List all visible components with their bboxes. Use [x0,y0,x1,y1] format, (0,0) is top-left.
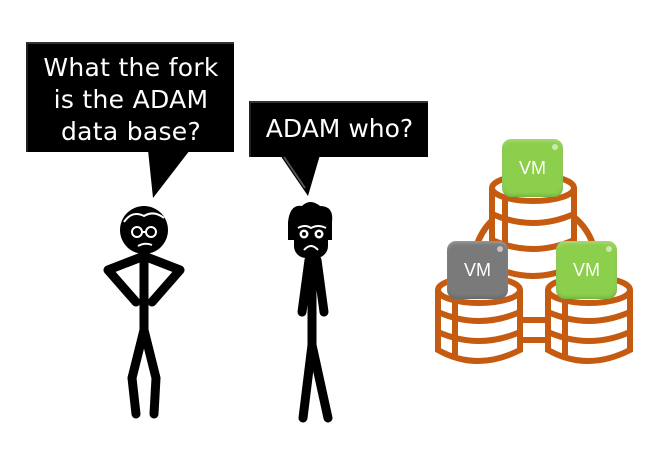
vm-label: VM [573,259,600,280]
left-leg [127,325,149,419]
hair-line [123,212,165,223]
right-arm [312,255,329,317]
head [120,206,168,254]
right-stick-figure [288,202,333,423]
vm-label: VM [519,157,546,178]
bubble-line: What the fork [43,53,219,82]
vm-badge-right: VM [556,241,617,299]
right-leg [139,325,161,419]
right-leg [307,340,333,423]
mouth [137,242,153,247]
bubble-line: is the ADAM [53,85,209,114]
head [294,218,328,258]
left-arm [103,251,149,307]
vm-badge-left: VM [447,241,508,299]
right-arm [139,251,185,307]
bubble-line: ADAM who? [265,114,414,143]
glasses-icon [131,226,157,238]
left-stick-figure [103,206,185,419]
frown [303,245,319,251]
left-arm [297,255,314,317]
speech-bubble-question: What the fork is the ADAM data base? [26,42,234,152]
vm-label: VM [464,259,491,280]
bubble-tail-question [148,150,190,198]
vm-badge-top: VM [502,139,563,197]
bubble-line: data base? [60,117,202,146]
speech-bubble-reply: ADAM who? [249,101,428,157]
